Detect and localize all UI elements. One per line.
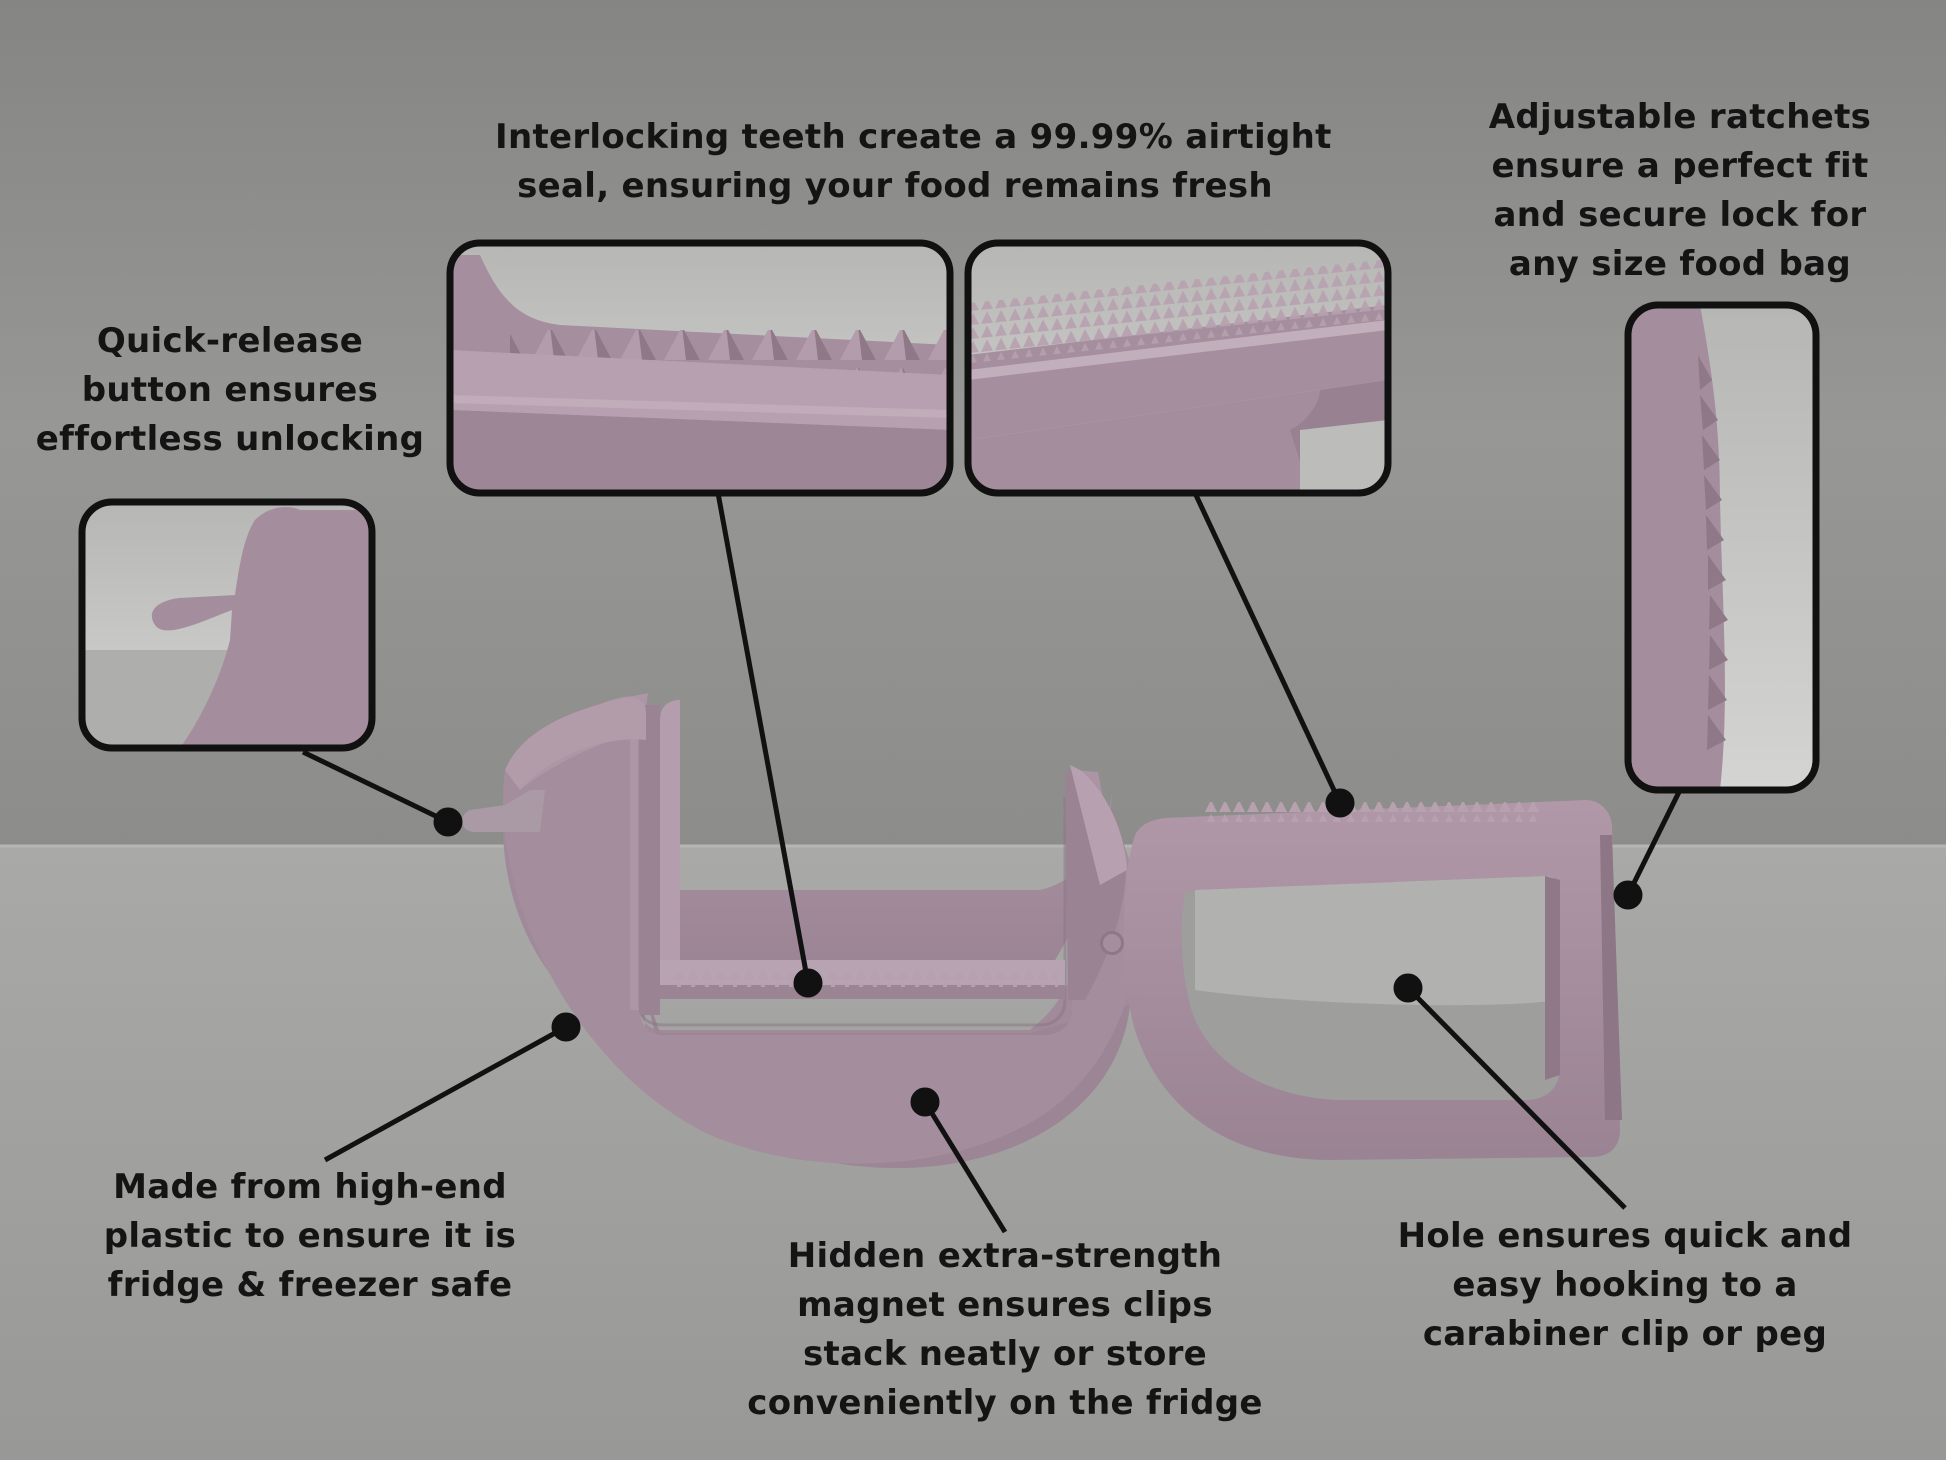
body-zoom-inset — [964, 239, 1392, 497]
caption-quick-release-line-2: button ensures — [81, 370, 379, 410]
caption-ratchets-line-4: any size food bag — [1508, 244, 1852, 284]
dot-ratchet — [1613, 880, 1643, 910]
caption-ratchets-line-3: and secure lock for — [1493, 195, 1867, 235]
caption-teeth-line-1: Interlocking teeth create a 99.99% airti… — [495, 117, 1332, 157]
leader-teeth — [715, 492, 811, 984]
caption-hole: Hole ensures quick and easy hooking to a… — [1380, 1212, 1870, 1359]
caption-teeth: Interlocking teeth create a 99.99% airti… — [495, 113, 1332, 211]
caption-magnet-line-4: conveniently on the fridge — [747, 1383, 1263, 1423]
caption-plastic: Made from high-end plastic to ensure it … — [90, 1163, 530, 1310]
quick-release-zoom-inset — [78, 498, 376, 752]
leader-quick-release — [301, 749, 450, 825]
caption-ratchets: Adjustable ratchets ensure a perfect fit… — [1470, 93, 1890, 289]
caption-magnet-line-1: Hidden extra-strength — [787, 1236, 1223, 1276]
leader-hole — [1406, 986, 1627, 1210]
dot-quick-release — [433, 807, 463, 837]
dot-hole — [1393, 973, 1423, 1003]
caption-ratchets-line-1: Adjustable ratchets — [1488, 97, 1872, 137]
caption-magnet-line-2: magnet ensures clips — [797, 1285, 1213, 1325]
caption-plastic-line-3: fridge & freezer safe — [107, 1265, 513, 1305]
caption-quick-release-line-3: effortless unlocking — [35, 419, 425, 459]
caption-plastic-line-1: Made from high-end — [113, 1167, 507, 1207]
caption-quick-release-line-1: Quick-release — [96, 321, 364, 361]
leader-body — [1192, 491, 1343, 805]
caption-hole-line-3: carabiner clip or peg — [1422, 1314, 1828, 1354]
bag-clip-open — [502, 693, 1139, 1169]
caption-teeth-line-2: seal, ensuring your food remains fresh — [517, 166, 1273, 206]
dot-magnet — [910, 1087, 940, 1117]
caption-ratchets-line-2: ensure a perfect fit — [1491, 146, 1869, 186]
caption-magnet: Hidden extra-strength magnet ensures cli… — [730, 1232, 1280, 1428]
caption-quick-release: Quick-release button ensures effortless … — [30, 317, 430, 464]
dot-plastic — [551, 1012, 581, 1042]
quick-release-nub — [462, 790, 545, 832]
caption-magnet-line-3: stack neatly or store — [802, 1334, 1208, 1374]
leader-plastic — [323, 1024, 568, 1163]
ratchet-zoom-inset — [1624, 301, 1820, 794]
teeth-zoom-inset — [446, 239, 954, 497]
leader-magnet — [922, 1100, 1008, 1234]
caption-hole-line-2: easy hooking to a — [1452, 1265, 1798, 1305]
dot-teeth — [793, 968, 823, 998]
bag-clip-ring — [1123, 800, 1622, 1160]
leader-ratchet — [1625, 788, 1683, 897]
leader-lines — [301, 491, 1683, 1234]
caption-plastic-line-2: plastic to ensure it is — [103, 1216, 517, 1256]
dot-body — [1325, 788, 1355, 818]
caption-hole-line-1: Hole ensures quick and — [1397, 1216, 1853, 1256]
